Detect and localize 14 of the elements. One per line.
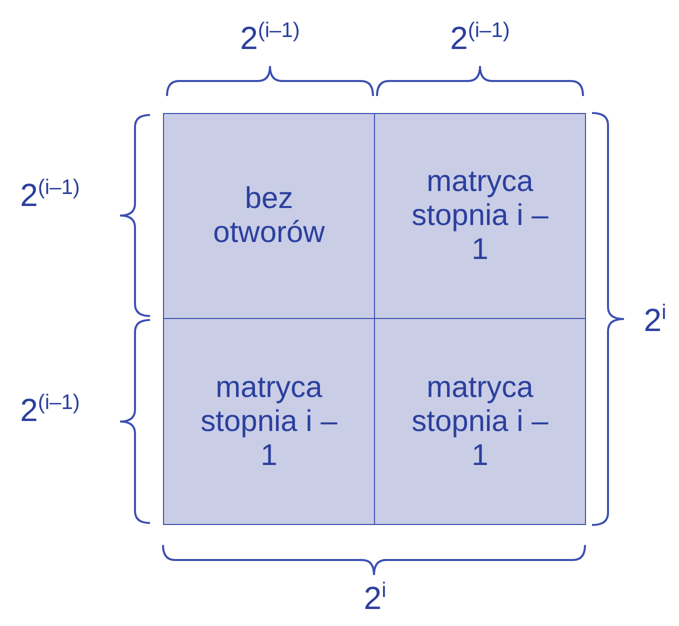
cell-text: matryca stopnia i – 1 <box>200 370 338 472</box>
grid-cell <box>374 318 586 525</box>
dimension-label: 2$^{i}$ <box>364 579 386 617</box>
cell-text: bez otworów <box>212 182 326 250</box>
dimension-label: 2$^{(i–1)}$ <box>450 19 510 57</box>
cell-text: matryca stopnia i – 1 <box>410 370 550 472</box>
grid-cell <box>163 113 375 319</box>
dimension-label: 2$^{(i–1)}$ <box>20 176 80 214</box>
grid-cell <box>163 318 375 525</box>
dimension-label: 2$^{(i–1)}$ <box>240 19 300 57</box>
dimension-label: 2$^{i}$ <box>644 301 666 339</box>
grid-cell <box>374 113 586 319</box>
dimension-label: 2$^{(i–1)}$ <box>20 391 80 429</box>
cell-text: matryca stopnia i – 1 <box>410 165 550 267</box>
